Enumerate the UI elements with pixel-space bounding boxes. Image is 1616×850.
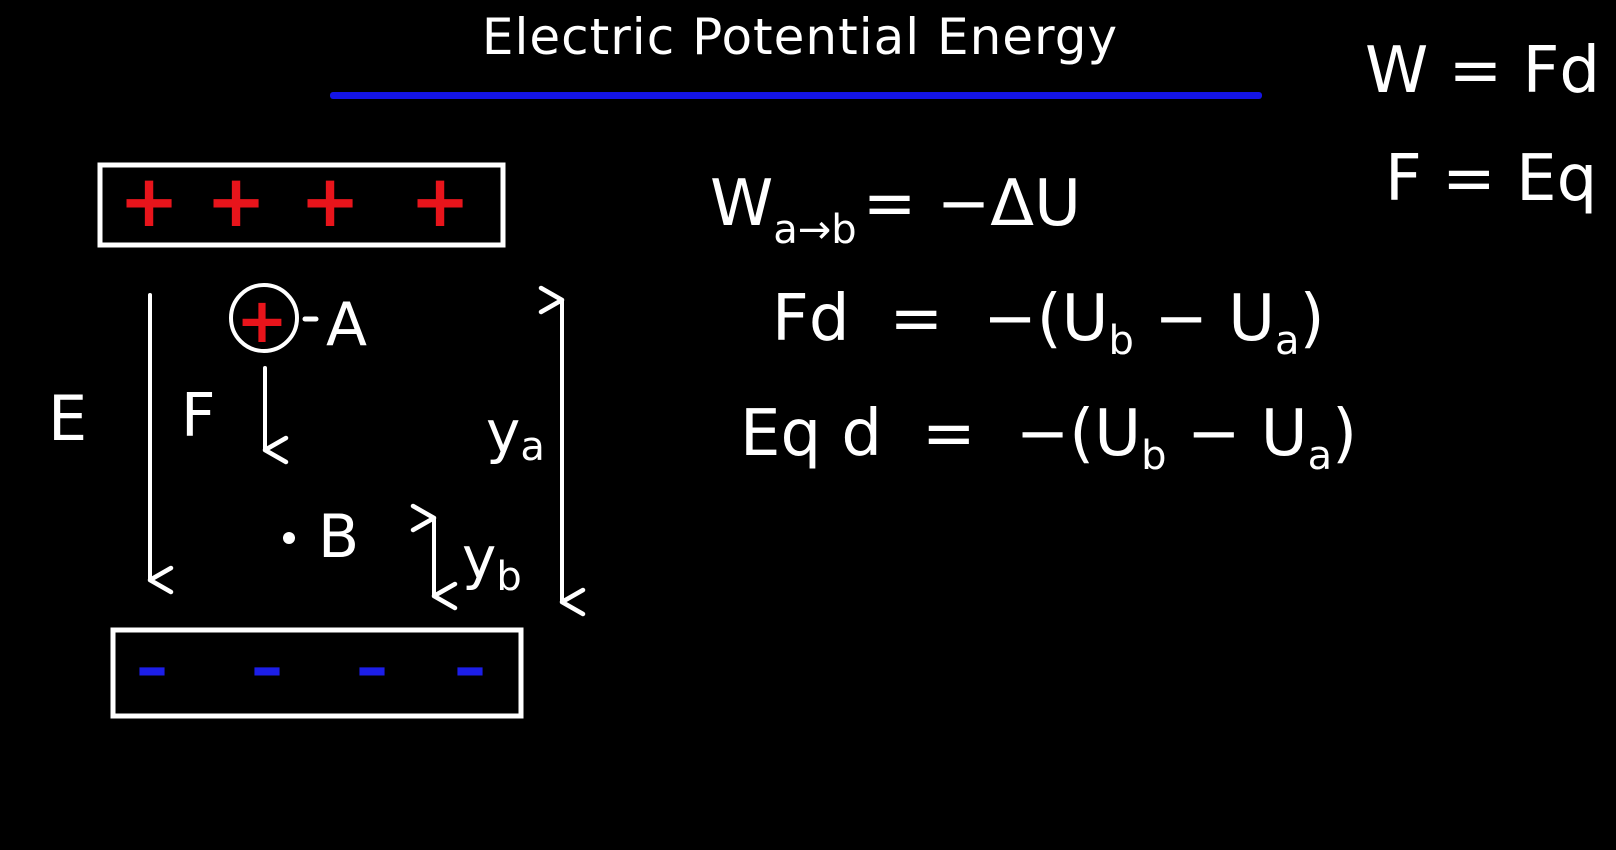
page-title: Electric Potential Energy	[481, 8, 1119, 66]
equation-work-definition: W = Fd	[1365, 34, 1600, 108]
negative-sign: –	[356, 631, 388, 705]
test-charge-sign: +	[236, 284, 288, 357]
positive-sign: +	[206, 159, 266, 243]
point-b-dot	[283, 532, 295, 544]
height-a-label: ya	[486, 398, 545, 470]
positive-plate-outline	[97, 162, 506, 248]
equation-force-definition: F = Eq	[1385, 142, 1597, 216]
positive-sign: +	[119, 159, 179, 243]
negative-sign: –	[136, 631, 168, 705]
negative-sign: –	[251, 631, 283, 705]
equation-force-distance: Fd=−(Ub − Ua)	[772, 282, 1325, 364]
negative-plate: – – – –	[110, 627, 524, 719]
title-underline	[330, 92, 1262, 99]
point-a-label: A	[326, 290, 367, 360]
positive-sign: +	[410, 159, 470, 243]
test-charge	[229, 283, 299, 353]
height-b-label: yb	[462, 524, 522, 600]
positive-plate: + + + +	[97, 159, 506, 248]
electric-field-label: E	[48, 382, 87, 455]
equation-field-charge: Eq d=−(Ub − Ua)	[740, 397, 1357, 479]
negative-sign: –	[454, 631, 486, 705]
force-label: F	[181, 381, 216, 451]
equation-work-energy: Wa→b= −ΔU	[710, 167, 1081, 253]
negative-plate-outline	[110, 627, 524, 719]
positive-sign: +	[300, 159, 360, 243]
point-b-label: B	[318, 502, 359, 572]
